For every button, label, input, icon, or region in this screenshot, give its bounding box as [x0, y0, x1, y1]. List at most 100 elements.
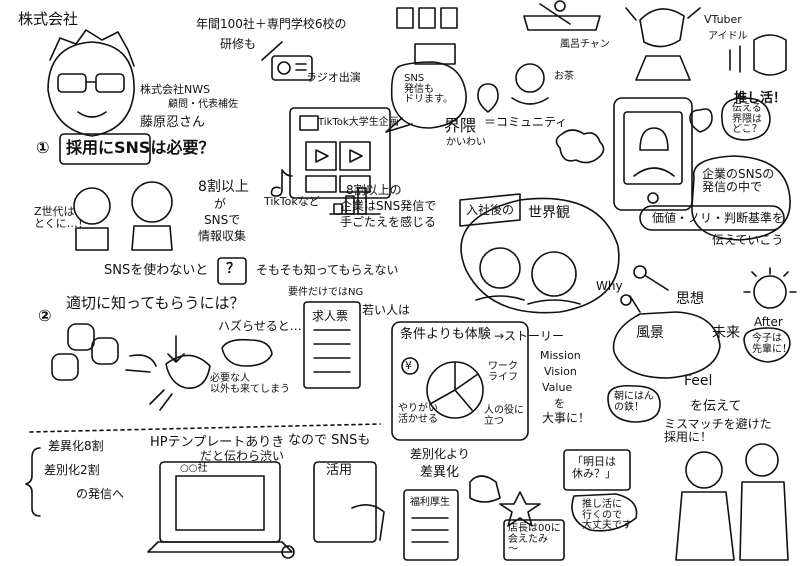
- hp-company: ○○社: [180, 463, 208, 474]
- shiso-label: 思想: [676, 291, 704, 307]
- stat2-line2: 企業はSNS発信で: [340, 199, 437, 213]
- jouken-label: 条件よりも体験: [400, 327, 491, 342]
- bar-chart-icon: [329, 187, 381, 215]
- no-sns-line1: SNSを使わないと: [104, 263, 209, 278]
- sns-bubble-outline: [385, 61, 467, 133]
- classroom-icons: [396, 7, 458, 65]
- stat2-line3: 手ごたえを感じる: [340, 215, 437, 229]
- stat1-line3: SNSで: [204, 213, 241, 227]
- tencho-text: 店長は00に 会えたみ 〜: [508, 523, 561, 555]
- fukei-label: 風景: [636, 325, 664, 341]
- bath-sketch: [523, 0, 601, 31]
- section-divider: [29, 423, 381, 433]
- no-sns-q: ？: [226, 261, 240, 277]
- q2-text: 適切に知ってもらうには？: [66, 294, 245, 312]
- doc-lines: [313, 329, 351, 373]
- question-box: [217, 257, 247, 285]
- mvv-vision: Vision: [544, 365, 577, 378]
- tag-shape: [459, 193, 521, 227]
- katsuyou-text: 活用: [326, 463, 353, 478]
- speaker-name: 藤原忍さん: [140, 115, 206, 130]
- q1-box: [59, 133, 151, 165]
- speaker-portrait: [47, 29, 135, 137]
- kyou-text: 今子は 先輩に！: [752, 333, 792, 355]
- tiktok-nado: TikTokなど: [264, 195, 320, 208]
- radio-label: ラジオ出演: [306, 71, 361, 84]
- speaker-company: 株式会社NWS: [140, 83, 211, 96]
- tiktok-logo: [270, 169, 293, 197]
- value-pill: [639, 205, 785, 231]
- benefits-doc: [403, 489, 459, 561]
- hp-line1: HPテンプレートありき: [150, 435, 285, 450]
- benefits-lines: [411, 517, 449, 543]
- saika-text: 差異化: [420, 465, 460, 480]
- sabetsu-text: 差別化より: [410, 447, 470, 461]
- asa-text: 朝にはん の鉄！: [614, 391, 654, 413]
- vtuber-sketch: [625, 7, 701, 81]
- stat1-line1: 8割以上: [198, 179, 249, 195]
- after-label: After: [754, 315, 783, 329]
- why-label: Why: [596, 279, 623, 293]
- label-vtuber: VTuber: [704, 13, 742, 26]
- why-links: [629, 275, 669, 313]
- stat2-line1: 8割以上の: [346, 183, 402, 197]
- yen-coin: [401, 357, 419, 375]
- tea-person-sketch: [511, 63, 549, 105]
- hazure-text: ハズらせると…: [218, 319, 302, 333]
- scenery-bubble: [612, 311, 721, 379]
- thought-bubble: [721, 97, 771, 141]
- why-node: [633, 265, 647, 279]
- heart-icon: [689, 108, 713, 133]
- tiktok-top-label: TikTok大学生企画: [318, 117, 399, 128]
- sun-rays: [743, 267, 797, 293]
- diff-line1: 差異化8割: [48, 439, 104, 453]
- community-reading: かいわい: [446, 137, 486, 148]
- speaker-role2: 補佐: [218, 99, 238, 110]
- story-label: →ストーリー: [494, 329, 565, 343]
- q1-number: ①: [36, 138, 50, 157]
- tiktok-screens: [289, 107, 391, 199]
- youken-ng: 要件だけではNG: [288, 287, 364, 298]
- location-pin-icon: [477, 83, 499, 113]
- sekaikan-label: 世界観: [528, 205, 570, 221]
- corporate-sns-bubble: [691, 155, 791, 241]
- label-oshi: 推し活！: [734, 91, 787, 106]
- tsutae-text: 伝えていこう: [712, 233, 784, 247]
- mouse-icon: [281, 545, 295, 559]
- label-idol: アイドル: [708, 31, 748, 42]
- ashita-box: [563, 449, 631, 491]
- kyou-bubble: [743, 327, 791, 363]
- phone-bubble-text: 伝える 界隈は どこ？: [732, 103, 762, 135]
- mvv-value: Value: [542, 381, 573, 394]
- face-sketch: [469, 475, 501, 503]
- stat1-line4: 情報収集: [198, 229, 247, 243]
- experience-box: [391, 321, 529, 441]
- intro-line2: 研修も: [220, 37, 257, 51]
- star-icon: [499, 491, 541, 527]
- mvv-daiji: 大事に！: [542, 411, 591, 425]
- intro-line1: 年間100社＋専門学校6校の: [196, 17, 347, 31]
- interview-people-sketch: [675, 443, 789, 561]
- oshi-bubble: [571, 493, 638, 532]
- speaker-role: 顧問・代表: [168, 99, 218, 110]
- radio-sketch: [261, 41, 313, 81]
- sns-bubble-text: SNS 発信も ドリます。: [404, 73, 453, 105]
- z-gen-text: Z世代は とくに…！: [34, 205, 89, 230]
- tencho-box: [503, 519, 565, 561]
- q2-number: ②: [38, 306, 52, 325]
- wakamono-label: 若い人は: [362, 303, 411, 317]
- mismatch-text: ミスマッチを避けた 採用に！: [664, 417, 772, 444]
- speech-cloud: [555, 129, 605, 164]
- students-sketch: [73, 181, 173, 251]
- brace: [25, 447, 41, 517]
- nyusha-label: 入社後の: [466, 203, 515, 217]
- smartphone-sketch: [613, 97, 693, 211]
- oshikatsu-go-text: 推し活に 行くので 大丈夫です: [582, 499, 632, 531]
- mirai-label: 未来: [712, 325, 740, 341]
- motion-lines: [125, 354, 157, 373]
- diff-line2: 差別化2割: [44, 463, 100, 477]
- pie-hito: 人の役に 立つ: [484, 405, 524, 427]
- label-furo: 風呂チャン: [560, 39, 610, 50]
- finger-pointing: [351, 504, 385, 541]
- fukuri-label: 福利厚生: [410, 497, 450, 508]
